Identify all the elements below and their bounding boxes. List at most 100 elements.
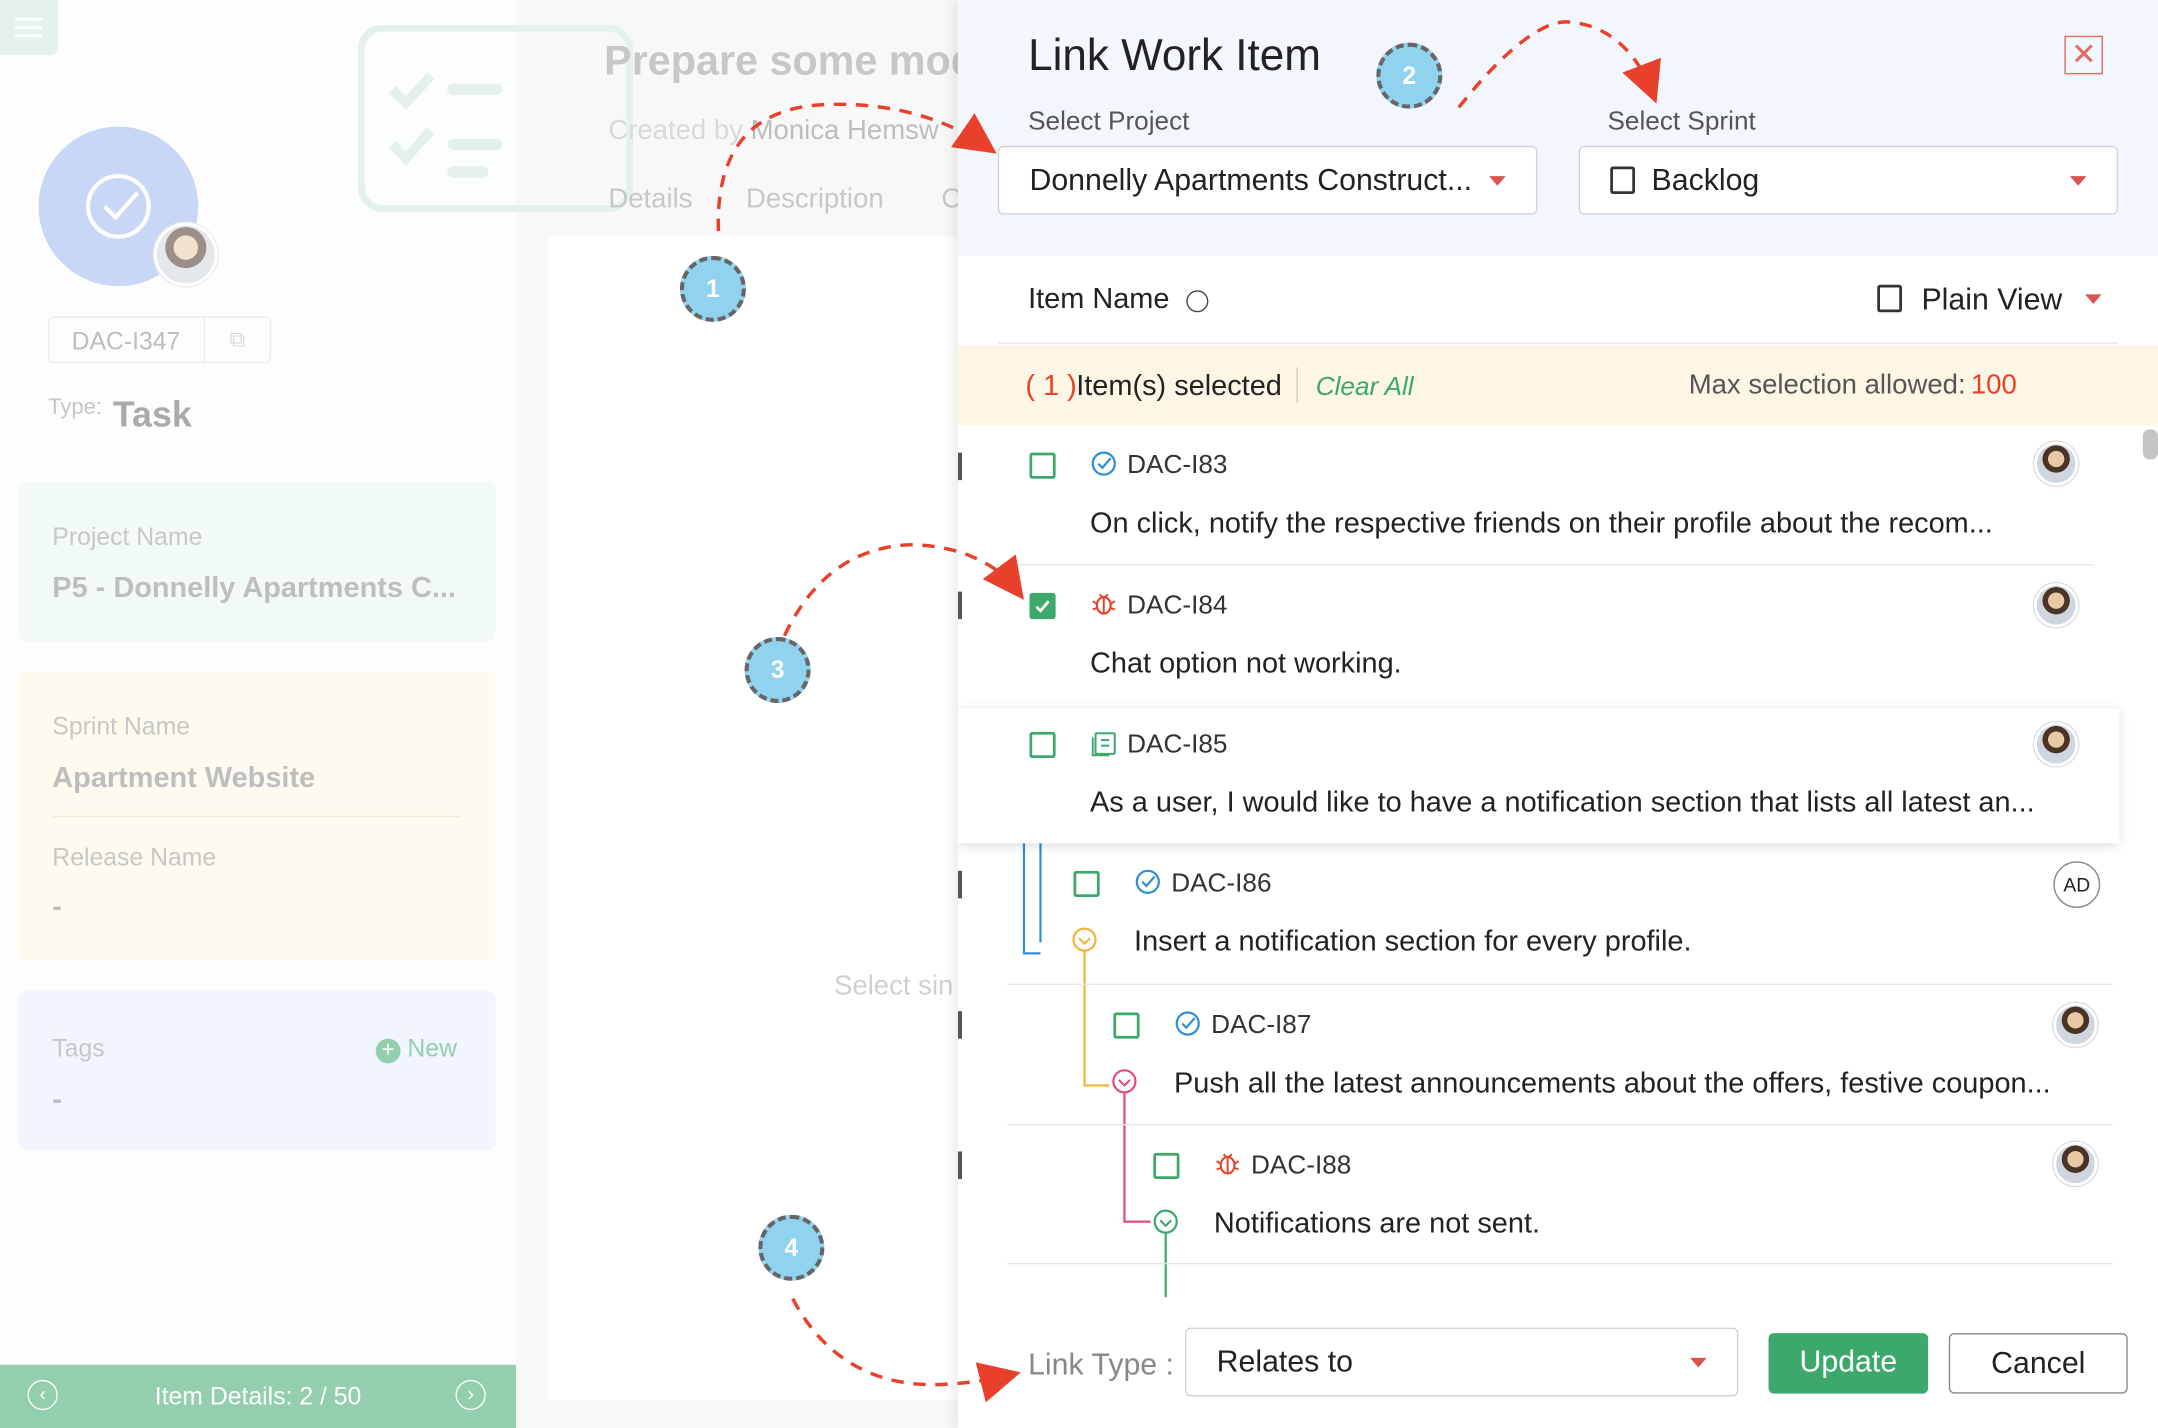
bug-icon xyxy=(1090,590,1118,624)
release-label: Release Name xyxy=(52,843,217,871)
item-id: DAC-I347 xyxy=(71,327,181,355)
next-item-icon[interactable]: › xyxy=(455,1379,486,1411)
item-content-panel: Prepare some mod Created by Monica Hemsw… xyxy=(357,0,976,1428)
tags-card: Tags + New - xyxy=(17,990,496,1151)
close-icon[interactable]: ✕ xyxy=(2064,35,2103,75)
sprint-dropdown-value: Backlog xyxy=(1651,162,1760,197)
assignee-avatar: AD xyxy=(2053,861,2101,908)
tab-description[interactable]: Description xyxy=(745,184,884,215)
item-id: DAC-I84 xyxy=(1127,591,1228,621)
chevron-down-icon xyxy=(1690,1357,1707,1368)
tags-label: Tags xyxy=(52,1034,105,1063)
chevron-down-icon xyxy=(2084,294,2101,305)
item-nav-footer: ‹ Item Details: 2 / 50 › xyxy=(0,1364,517,1428)
assignee-avatar xyxy=(2053,1141,2098,1186)
item-checkbox[interactable] xyxy=(1029,592,1056,620)
backlog-icon xyxy=(1610,166,1636,194)
item-title: Chat option not working. xyxy=(1090,647,1402,680)
link-work-item-dialog: Link Work Item ✕ Select Project Donnelly… xyxy=(957,0,2158,1428)
tags-value: - xyxy=(52,1084,62,1116)
clear-all-link[interactable]: Clear All xyxy=(1315,372,1414,402)
scrollbar-thumb[interactable] xyxy=(2142,429,2158,460)
item-title: Prepare some mod xyxy=(604,38,976,84)
divider xyxy=(1007,1123,2113,1126)
list-item[interactable]: DAC-I84 Chat option not working. xyxy=(958,570,2139,709)
item-title: Push all the latest announcements about … xyxy=(1173,1067,2051,1100)
assignee-avatar xyxy=(2034,722,2079,767)
copy-icon[interactable]: ⧉ xyxy=(203,317,270,362)
task-icon xyxy=(1134,868,1162,902)
item-title: On click, notify the respective friends … xyxy=(1090,507,1993,540)
max-selection-value: 100 xyxy=(1970,370,2017,401)
new-tag-button[interactable]: + New xyxy=(375,1034,457,1064)
item-title: As a user, I would like to have a notifi… xyxy=(1090,786,2035,819)
plus-icon: + xyxy=(375,1038,401,1064)
content-area: Select sin xyxy=(547,236,958,1401)
creator-name: Monica Hemsw xyxy=(750,115,939,146)
item-checkbox[interactable] xyxy=(1029,452,1056,479)
bug-icon xyxy=(1214,1150,1242,1184)
checklist-icon xyxy=(357,24,634,212)
story-icon xyxy=(1090,729,1118,763)
prev-item-icon[interactable]: ‹ xyxy=(27,1379,58,1411)
chevron-down-icon xyxy=(2069,176,2087,186)
sprint-value: Apartment Website xyxy=(52,762,316,794)
sprint-label: Sprint Name xyxy=(52,712,190,741)
step-marker: 1 xyxy=(679,255,746,322)
divider xyxy=(1007,983,2113,986)
task-type-icon xyxy=(38,126,199,287)
item-checkbox[interactable] xyxy=(1073,870,1100,897)
list-item[interactable]: DAC-I85 As a user, I would like to have … xyxy=(957,708,2120,844)
item-detail-panel: DAC-I347 ⧉ Type: Task Project Name P5 - … xyxy=(0,0,517,1428)
type-label: Type: xyxy=(48,396,103,420)
view-selector[interactable]: Plain View xyxy=(1877,282,2101,318)
list-item[interactable]: DAC-I88 Notifications are not sent. xyxy=(958,1125,2139,1265)
project-label: Project Name xyxy=(52,522,203,551)
cancel-button[interactable]: Cancel xyxy=(1948,1333,2128,1394)
item-checkbox[interactable] xyxy=(1029,731,1056,759)
assignee-avatar xyxy=(2034,583,2079,628)
dialog-title: Link Work Item xyxy=(1028,30,1321,80)
items-list: DAC-I83 On click, notify the respective … xyxy=(957,431,2139,1298)
created-by: Created by Monica Hemsw xyxy=(608,116,938,148)
item-id: DAC-I85 xyxy=(1127,730,1228,760)
task-icon xyxy=(1174,1010,1202,1044)
assignee-avatar xyxy=(2034,441,2079,486)
sprint-card: Sprint Name Apartment Website Release Na… xyxy=(17,671,496,961)
assignee-avatar xyxy=(2053,1002,2098,1047)
link-type-value: Relates to xyxy=(1216,1344,1353,1379)
item-title: Insert a notification section for every … xyxy=(1134,925,1692,958)
item-checkbox[interactable] xyxy=(1113,1012,1140,1039)
select-project-label: Select Project xyxy=(1028,107,1190,137)
tab-details[interactable]: Details xyxy=(608,184,693,215)
item-name-header: Item Name xyxy=(1028,283,1208,316)
item-id: DAC-I86 xyxy=(1171,869,1272,899)
selection-bar: ( 1 ) Item(s) selected Clear All Max sel… xyxy=(957,345,2158,426)
step-marker: 4 xyxy=(758,1214,825,1281)
item-id: DAC-I88 xyxy=(1251,1151,1352,1181)
link-type-dropdown[interactable]: Relates to xyxy=(1184,1327,1739,1397)
max-selection-label: Max selection allowed: xyxy=(1688,370,1966,401)
list-item[interactable]: DAC-I87 Push all the latest announcement… xyxy=(958,986,2139,1126)
divider xyxy=(1296,367,1298,404)
created-by-label: Created by xyxy=(608,115,743,146)
task-icon xyxy=(1090,450,1118,484)
project-dropdown-value: Donnelly Apartments Construct... xyxy=(1029,162,1473,197)
step-marker: 2 xyxy=(1376,42,1443,109)
link-type-label: Link Type : xyxy=(1028,1346,1174,1382)
item-checkbox[interactable] xyxy=(1153,1152,1180,1179)
owner-avatar xyxy=(154,222,218,287)
list-item[interactable]: DAC-I86 Insert a notification section fo… xyxy=(958,847,2139,986)
type-value: Task xyxy=(112,393,192,435)
sprint-dropdown[interactable]: Backlog xyxy=(1578,145,2119,215)
selected-count: ( 1 ) xyxy=(1025,370,1077,402)
menu-icon[interactable] xyxy=(0,0,58,56)
item-name-label: Item Name xyxy=(1028,283,1170,316)
project-dropdown[interactable]: Donnelly Apartments Construct... xyxy=(997,145,1538,215)
item-id-box: DAC-I347 ⧉ xyxy=(48,316,272,364)
item-nav-text: Item Details: 2 / 50 xyxy=(154,1382,362,1411)
list-item[interactable]: DAC-I83 On click, notify the respective … xyxy=(958,431,2139,570)
new-tag-label: New xyxy=(407,1034,457,1063)
update-button[interactable]: Update xyxy=(1768,1333,1929,1394)
search-icon[interactable] xyxy=(1185,290,1208,313)
